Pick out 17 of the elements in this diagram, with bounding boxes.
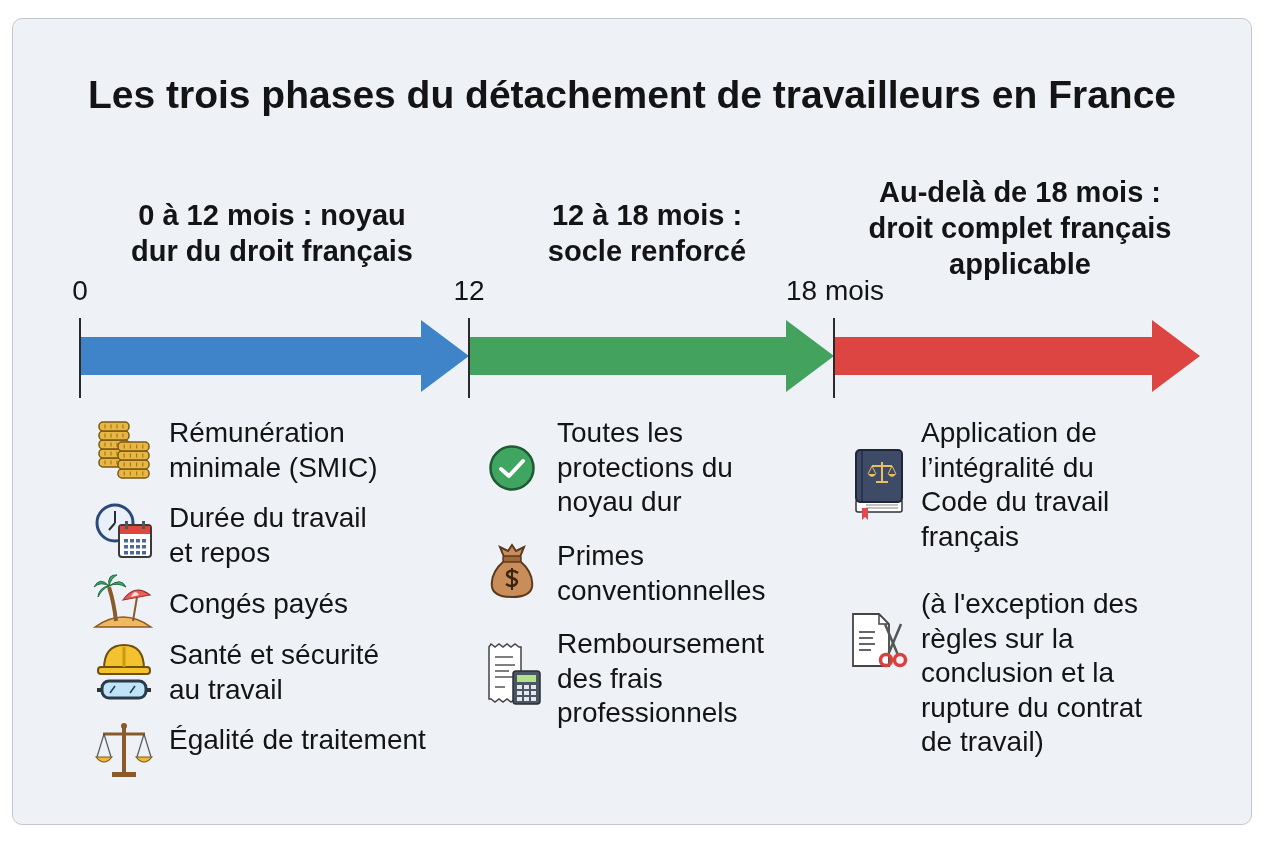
phase-heading: 0 à 12 mois : noyau dur du droit français — [130, 198, 414, 269]
item-text: Égalité de traitement — [169, 723, 427, 757]
item-text: Toutes les protections du noyau dur — [557, 416, 734, 519]
item-text: Primes conventionnelles — [557, 539, 767, 608]
item-text: Application de l’intégralité du Code du travail français — [921, 416, 1111, 554]
tick-label: 12 — [453, 277, 485, 305]
phase-heading: Au-delà de 18 mois : droit complet français applicable — [867, 175, 1173, 280]
item-text: Rémunération minimale (SMIC) — [169, 416, 379, 485]
item-text: Santé et sécurité au travail — [169, 638, 381, 707]
tick-label: 18 mois — [786, 277, 884, 305]
item-text: Remboursement des frais professionnels — [557, 627, 765, 730]
tick-label: 0 — [72, 277, 88, 305]
item-text: (à l'exception des règles sur la conclusion et la rupture du contrat de travail) — [921, 587, 1144, 759]
title: Les trois phases du détachement de travailleurs en France — [87, 72, 1177, 118]
phase-heading: 12 à 18 mois : socle renforcé — [546, 198, 748, 269]
item-text: Durée du travail et repos — [169, 501, 368, 570]
item-text: Congés payés — [169, 587, 349, 621]
